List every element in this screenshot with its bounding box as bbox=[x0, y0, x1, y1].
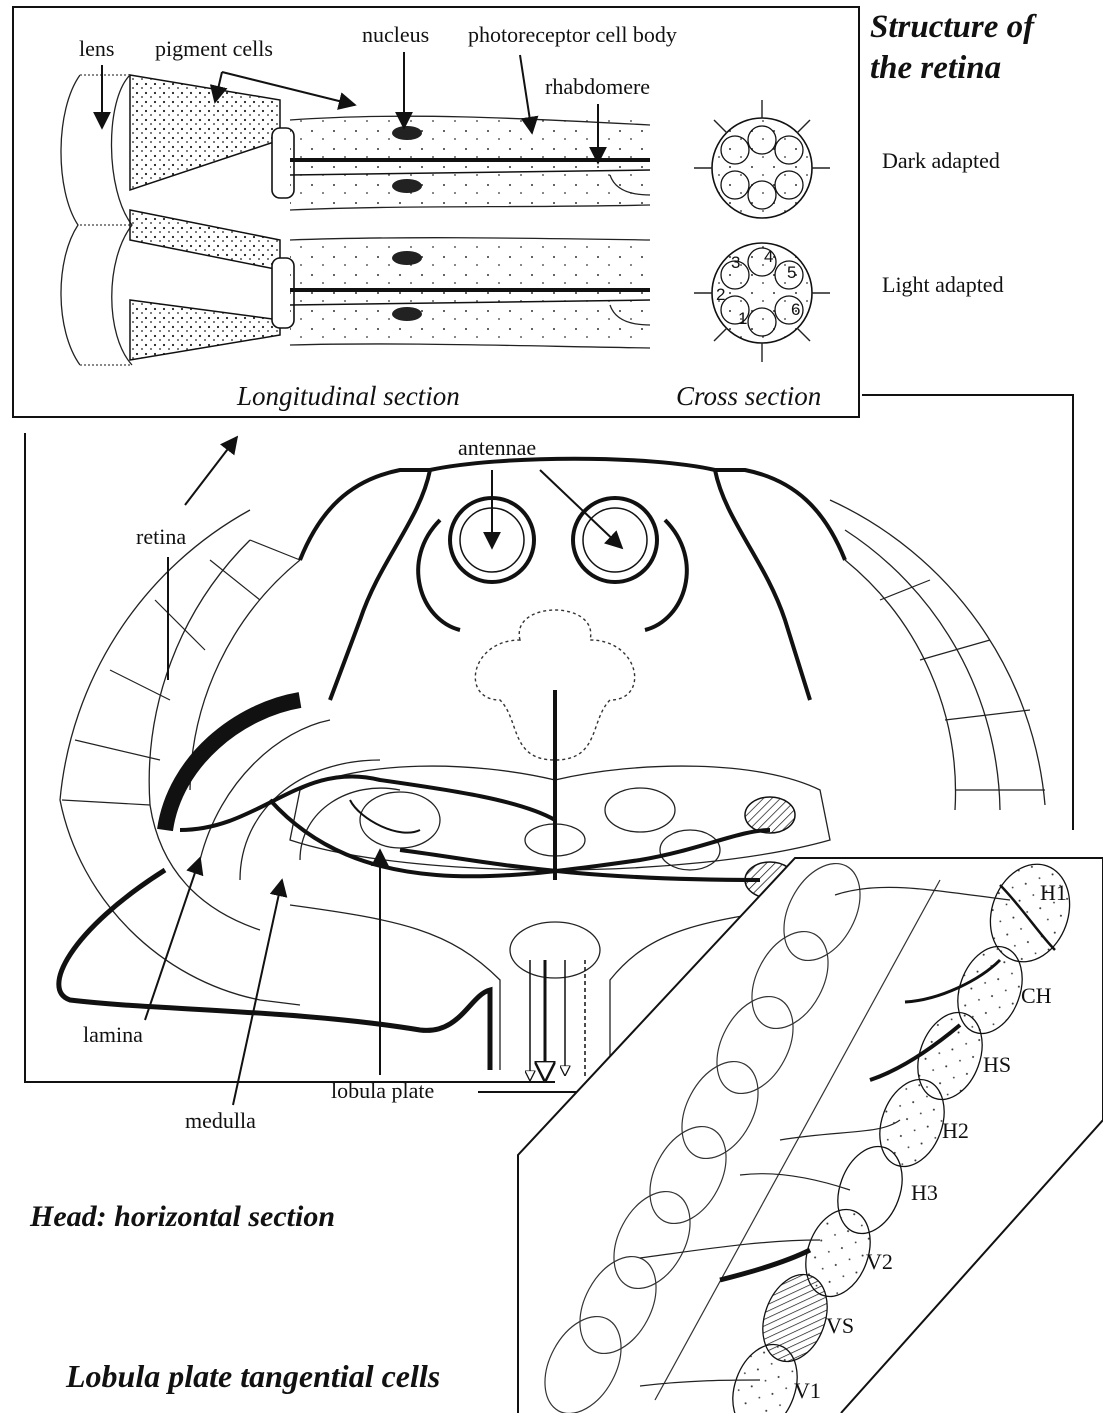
caption-cross-section: Cross section bbox=[676, 381, 821, 411]
cell-label-ch: CH bbox=[1021, 983, 1052, 1008]
label-light-adapted: Light adapted bbox=[882, 272, 1004, 297]
rhabdomere-number: 2 bbox=[716, 285, 725, 304]
connector-head-frame bbox=[25, 433, 555, 1082]
rhabdomere-number: 4 bbox=[764, 247, 773, 266]
lobula-panel: H1 CH HS H2 H3 V2 VS V1 bbox=[518, 851, 1103, 1413]
label-medulla: medulla bbox=[185, 1108, 256, 1133]
label-lobula-plate: lobula plate bbox=[331, 1078, 434, 1103]
title-structure-of-retina-line1: Structure of bbox=[870, 9, 1037, 45]
rhabdomere-number: 1 bbox=[738, 309, 747, 328]
retina-panel: 1 2 3 4 5 6 lens pigment cells nucleus p… bbox=[13, 7, 859, 417]
rhabdomere-number: 5 bbox=[787, 263, 796, 282]
label-pigment-cells: pigment cells bbox=[155, 36, 273, 61]
arrow-retina-to-panel bbox=[185, 437, 237, 505]
label-lamina: lamina bbox=[83, 1022, 143, 1047]
cell-label-h2: H2 bbox=[942, 1118, 969, 1143]
cell-label-hs: HS bbox=[983, 1052, 1011, 1077]
label-dark-adapted: Dark adapted bbox=[882, 148, 1000, 173]
cell-label-vs: VS bbox=[826, 1313, 854, 1338]
title-head-horizontal-section: Head: horizontal section bbox=[29, 1200, 335, 1233]
title-structure-of-retina-line2: the retina bbox=[870, 50, 1001, 86]
rhabdomere-number: 6 bbox=[791, 300, 800, 319]
connector-retina-to-lobula bbox=[862, 395, 1073, 830]
label-rhabdomere: rhabdomere bbox=[545, 74, 650, 99]
label-lens: lens bbox=[79, 36, 114, 61]
label-nucleus: nucleus bbox=[362, 22, 429, 47]
label-photoreceptor-cell-body: photoreceptor cell body bbox=[468, 22, 677, 47]
cell-label-v2: V2 bbox=[866, 1249, 893, 1274]
label-antennae: antennae bbox=[458, 435, 536, 460]
caption-longitudinal-section: Longitudinal section bbox=[236, 381, 460, 411]
title-lobula-plate-tangential-cells: Lobula plate tangential cells bbox=[65, 1358, 440, 1394]
arrow-lamina bbox=[145, 858, 200, 1020]
cell-label-v1: V1 bbox=[794, 1378, 821, 1403]
arrow-medulla bbox=[233, 880, 282, 1105]
cell-label-h3: H3 bbox=[911, 1180, 938, 1205]
cell-label-h1: H1 bbox=[1040, 880, 1067, 905]
rhabdomere-number: 3 bbox=[731, 253, 740, 272]
label-retina: retina bbox=[136, 524, 186, 549]
